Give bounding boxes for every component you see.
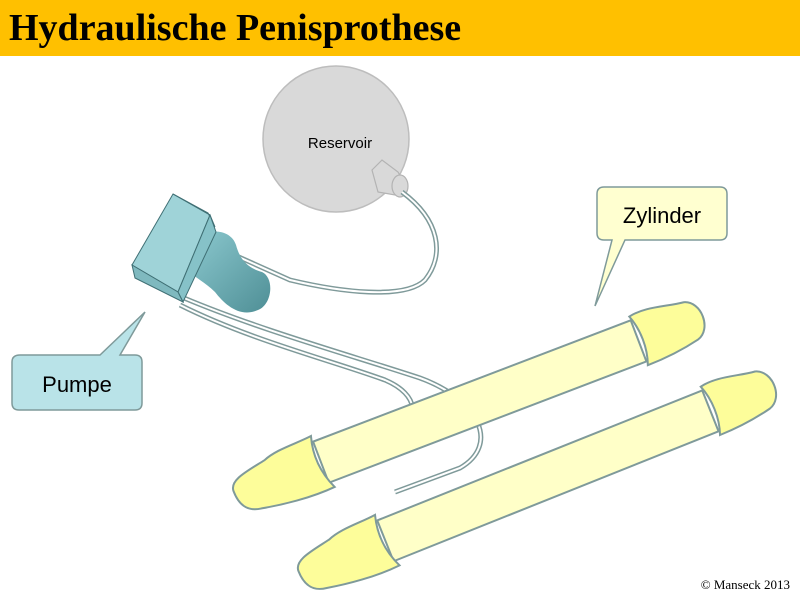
cylinder-shaft (311, 319, 648, 485)
pump-box-bottom (131, 263, 185, 304)
cylinder-front-cap (699, 370, 778, 437)
pumpe-label: Pumpe (42, 372, 112, 397)
zylinder-callout: Zylinder (594, 186, 728, 307)
title-bar: Hydraulische Penisprothese (0, 0, 800, 56)
copyright: © Manseck 2013 (700, 577, 790, 592)
cylinder-front-cap (627, 301, 706, 367)
cylinder-2 (296, 370, 778, 590)
pump-bulb (188, 231, 271, 313)
reservoir: Reservoir (262, 65, 410, 213)
pump (131, 193, 271, 313)
reservoir-label: Reservoir (308, 135, 372, 152)
slide-title: Hydraulische Penisprothese (9, 7, 462, 49)
zylinder-label: Zylinder (623, 203, 701, 228)
cylinder-rear-cap (296, 513, 402, 590)
pumpe-callout: Pumpe (11, 311, 146, 411)
cylinder-1 (231, 301, 706, 511)
tube-reservoir-pump (210, 189, 440, 295)
cylinder-shaft (375, 389, 720, 563)
cylinder-rear-cap (231, 434, 337, 511)
tube-pump-cylinder-2 (183, 295, 484, 495)
